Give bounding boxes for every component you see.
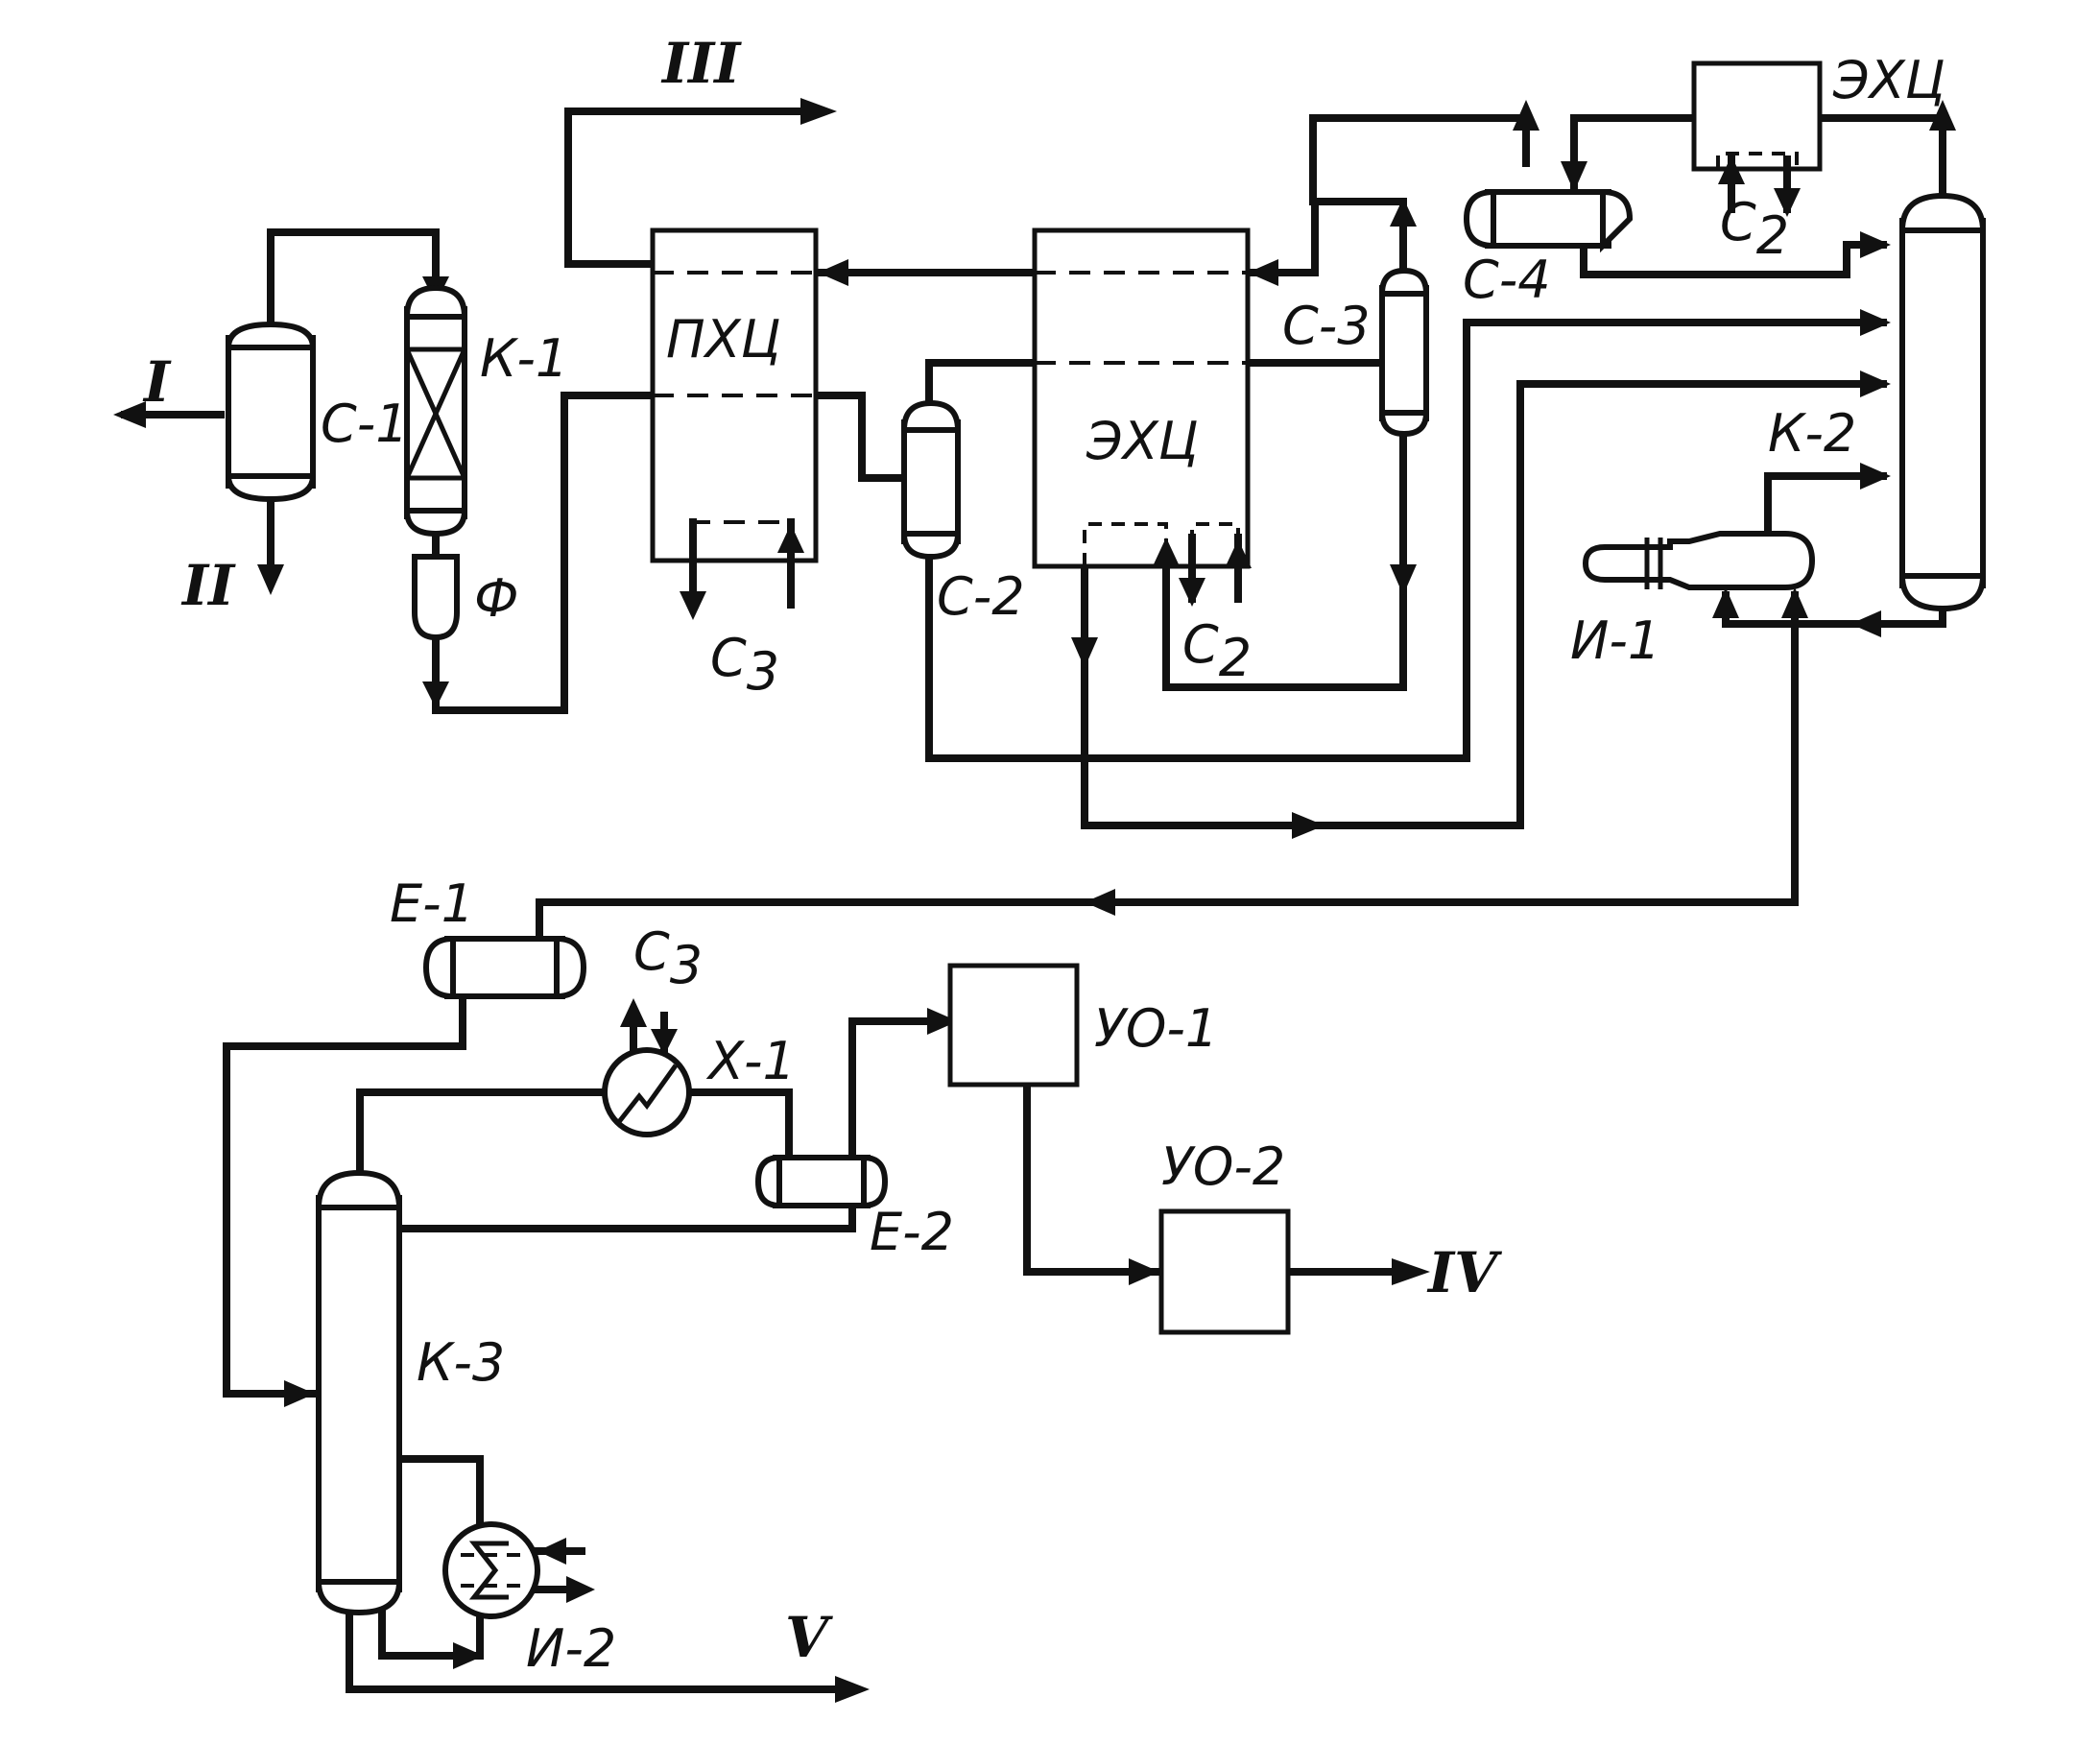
block-pkhc xyxy=(650,227,819,620)
label-e2: Е-2 xyxy=(870,1202,954,1262)
label-k1: К-1 xyxy=(480,328,568,389)
arrow-k2-in4 xyxy=(1860,463,1891,490)
arrow-i1-out xyxy=(1781,587,1808,618)
arrow-k3-in xyxy=(284,1380,315,1407)
column-k1 xyxy=(403,284,468,538)
arrow-k2-in2 xyxy=(1860,309,1891,336)
arrow-c4-up xyxy=(1513,100,1539,131)
label-stream-III: III xyxy=(660,31,742,96)
arrow-c4-down xyxy=(1561,161,1587,192)
pipe-c3-return xyxy=(1162,562,1407,691)
arrow-ekhc-top xyxy=(1248,259,1278,286)
pipe-k3-i2 xyxy=(397,1455,484,1525)
label-c1: С-1 xyxy=(321,394,409,454)
label-x1: Х-1 xyxy=(705,1031,796,1091)
arrow-k2-top xyxy=(1929,100,1956,131)
column-k3 xyxy=(315,1169,403,1616)
pipe-pkhc-c2 xyxy=(812,392,908,482)
separator-c2 xyxy=(900,399,962,561)
pipe-III xyxy=(564,108,810,268)
pipe-k2-i1 xyxy=(1764,472,1887,537)
arrow-i2-in xyxy=(453,1642,484,1669)
arrow-c3-up xyxy=(1390,198,1417,227)
label-i1: И-1 xyxy=(1570,610,1660,671)
label-stream-II: II xyxy=(180,553,236,618)
arrow-i1-in xyxy=(1712,587,1739,618)
separator-c3 xyxy=(1378,267,1430,438)
label-uo2: УО-2 xyxy=(1161,1136,1285,1197)
pipe-uo1-uo2 xyxy=(1023,1081,1163,1276)
drum-e1 xyxy=(422,935,587,1000)
reboiler-i2 xyxy=(442,1521,595,1619)
pipe-k3-x1 xyxy=(356,1088,609,1183)
drum-c4 xyxy=(1463,188,1634,253)
label-stream-IV: IV xyxy=(1426,1240,1502,1305)
arrowheads xyxy=(113,98,1956,1703)
label-coolant-c2-ekhc: С2 xyxy=(1182,614,1252,688)
pipe-top-k2 xyxy=(1816,114,1946,196)
arrow-f-out xyxy=(422,681,449,708)
labels: I II III IV V С-1 К-1 Ф ПХЦ С-2 ЭХЦ С-3 … xyxy=(142,31,1945,1679)
arrow-k2-bottom xyxy=(1850,610,1881,637)
label-k3: К-3 xyxy=(417,1332,505,1393)
arrow-pkhc-top xyxy=(818,259,848,286)
pipe-c4-top xyxy=(1570,114,1698,196)
label-e1: Е-1 xyxy=(390,873,474,934)
pipe-e1-k3 xyxy=(223,990,466,1398)
label-coolant-c2-top: С2 xyxy=(1720,192,1789,266)
arrow-III xyxy=(800,98,837,125)
pipe-x1-e2 xyxy=(685,1088,793,1167)
label-f: Ф xyxy=(474,568,519,629)
label-i2: И-2 xyxy=(526,1618,616,1679)
pipe-k3bottom-i2 xyxy=(378,1599,484,1660)
pipe-c4-k2 xyxy=(1580,241,1887,278)
pipe-e2-uo1 xyxy=(848,1017,954,1167)
block-uo1 xyxy=(947,963,1080,1088)
reboiler-i1 xyxy=(1582,531,1816,590)
arrow-uo2-in xyxy=(1129,1258,1159,1285)
pipe-f-pkhc xyxy=(432,392,656,714)
label-coolant-c3-x1: С3 xyxy=(633,921,703,995)
label-c4: С-4 xyxy=(1463,250,1551,310)
arrow-I xyxy=(113,401,146,428)
pipe-ekhc-k2 xyxy=(1081,380,1887,829)
pipe-c2-k2 xyxy=(925,319,1887,762)
label-pkhc: ПХЦ xyxy=(666,309,781,370)
block-uo2 xyxy=(1158,1208,1291,1335)
pipe-c2-ekhc xyxy=(925,359,1038,417)
label-c2: С-2 xyxy=(937,566,1025,627)
block-ekhc-top xyxy=(1691,60,1823,217)
pipe-to-ekhc-top xyxy=(1244,198,1319,276)
arrow-IV xyxy=(1392,1258,1430,1285)
label-ekhc-top: ЭХЦ xyxy=(1832,50,1945,110)
column-k2 xyxy=(1898,192,1987,612)
cooler-x1 xyxy=(602,998,692,1137)
label-k2: К-2 xyxy=(1768,403,1856,464)
filter-f xyxy=(412,554,460,641)
arrow-ekhc-down xyxy=(1071,637,1098,668)
arrow-uo1-in xyxy=(927,1008,958,1035)
pipe-c1-k1 xyxy=(267,228,440,330)
arrow-II xyxy=(257,564,284,595)
label-uo1: УО-1 xyxy=(1094,998,1218,1059)
pipe-V xyxy=(346,1599,848,1693)
label-stream-I: I xyxy=(142,349,172,415)
pipe-i1-e1 xyxy=(536,591,1799,954)
separator-c1 xyxy=(225,321,317,503)
arrow-V xyxy=(835,1676,870,1703)
block-ekhc-main xyxy=(1032,227,1252,607)
drum-e2 xyxy=(754,1154,889,1209)
arrow-k2-in3 xyxy=(1860,371,1891,397)
label-stream-V: V xyxy=(785,1605,833,1670)
arrow-c3-down xyxy=(1390,564,1417,595)
label-coolant-c3-pkhc: С3 xyxy=(710,628,779,702)
arrow-k2-in1 xyxy=(1860,231,1891,258)
arrow-to-e1 xyxy=(1085,889,1115,916)
arrow-to-k2 xyxy=(1292,812,1324,839)
label-c3: С-3 xyxy=(1282,296,1371,356)
label-ekhc-main: ЭХЦ xyxy=(1086,411,1199,471)
